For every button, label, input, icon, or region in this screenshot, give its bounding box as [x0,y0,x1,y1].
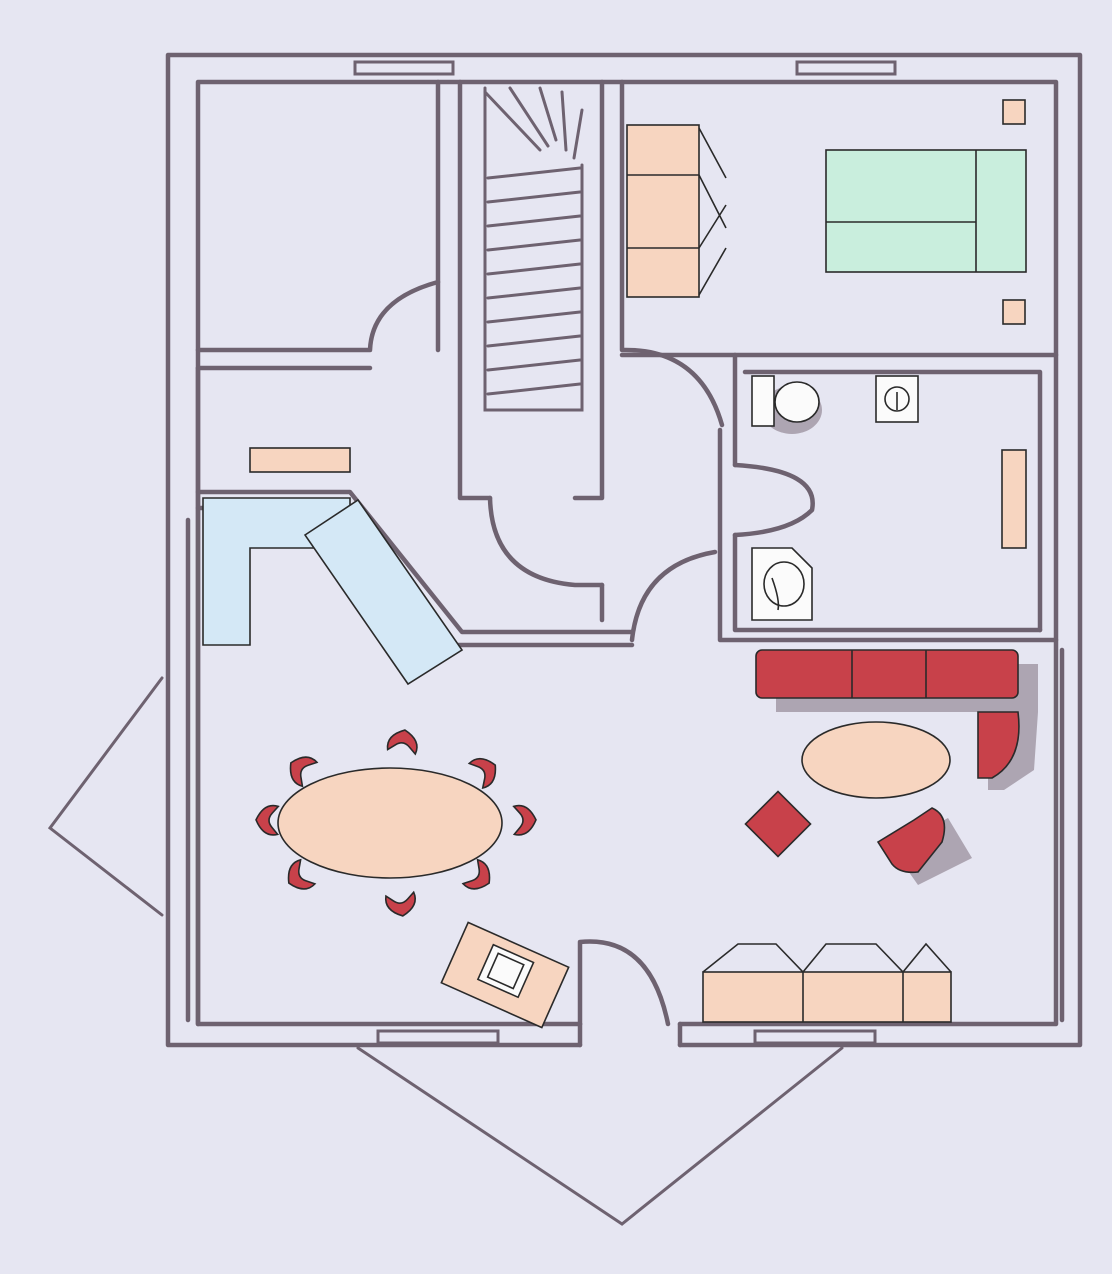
dining-area [255,729,570,1029]
desk-angled [303,498,464,686]
dining-chair [512,804,537,836]
sofa-corner [977,711,1020,779]
window-bottom-left [376,1029,500,1045]
living-area [702,649,1038,1023]
window-bottom-right [753,1029,877,1045]
nightstand-bottom [1002,299,1026,325]
toilet-tank [751,375,775,427]
stair-step [486,214,582,228]
sofa-main [755,649,1019,699]
terrace-left [47,676,164,917]
computer-desk [440,921,570,1029]
stair-step [486,310,582,324]
armchair [876,807,946,874]
exterior-walls [165,52,1083,1048]
wall-office [195,489,635,635]
bed [825,99,1027,325]
shelf [249,447,351,473]
wardrobe [626,124,727,298]
bathroom-fixtures [751,375,1027,621]
dining-chair [287,858,317,890]
wall-stair-left [457,79,493,501]
dining-table [277,767,503,879]
exterior-wall-outer [165,52,1083,1048]
stair-step [486,382,582,396]
living-door-arc [629,549,718,643]
side-table [744,790,812,858]
dining-chair [386,729,418,756]
window-top-right [795,60,897,76]
bed-frame [825,149,1027,273]
interior-walls [185,79,1065,1027]
wall-stair-right [572,79,605,501]
dining-chair [384,890,417,917]
coffee-table [801,721,951,799]
office [202,447,464,686]
sideboard [702,942,952,1023]
terrace-outlines [47,676,844,1226]
stair-steps [483,86,584,396]
dining-chairs [255,729,537,917]
stair-step [486,166,582,180]
exterior-wall-inner [195,79,1059,1027]
nightstand-top [1002,99,1026,125]
staircase [483,86,584,412]
terrace-bottom [356,1046,844,1226]
stair-step [486,262,582,276]
dining-chair [467,757,497,790]
dining-chair [289,756,319,788]
stair-step [538,86,558,142]
dining-chair [461,858,491,890]
entrance-door-arc [577,939,671,1027]
stair-step [486,190,582,204]
stair-step [486,238,582,252]
stair-door-arc [487,495,605,588]
wardrobe-body [626,124,700,298]
stair-step [572,108,584,160]
washbasin [751,547,813,621]
dining-chair [255,804,280,836]
stair-step [508,86,550,148]
bathroom-door-arc [732,462,815,538]
stair-step [486,286,582,300]
stair-step [483,90,542,152]
windows [353,60,897,1045]
stair-step [486,334,582,348]
wall-room-top-left [195,79,441,353]
stair-step [486,358,582,372]
window-top-left [353,60,455,76]
toilet-bowl [774,381,820,423]
bathroom-cabinet [1001,449,1027,549]
stair-step [560,90,568,152]
